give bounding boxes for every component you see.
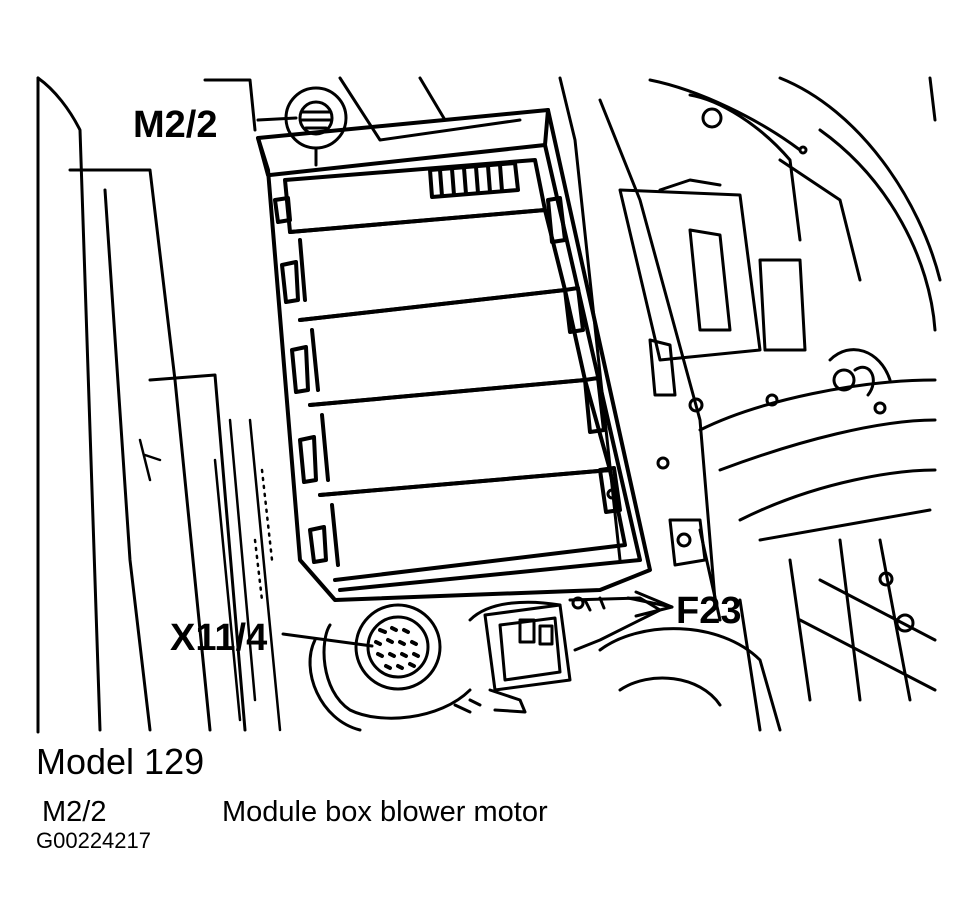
surrounding-structure xyxy=(36,76,942,734)
connector-x11-4 xyxy=(308,600,562,732)
leader-m2-2 xyxy=(256,116,298,122)
legend-description: Module box blower motor xyxy=(222,796,548,828)
legend-code: M2/2 xyxy=(42,796,107,828)
callout-m2-2: M2/2 xyxy=(133,104,218,146)
callout-x11-4: X11/4 xyxy=(170,617,268,659)
figure-id: G00224217 xyxy=(36,828,151,853)
fuse-f23 xyxy=(453,596,662,714)
leader-x11-4 xyxy=(281,632,374,648)
leader-lines xyxy=(256,116,674,648)
blower-motor-m2-2 xyxy=(284,86,348,167)
left-pillar xyxy=(138,418,282,732)
leader-f23-arrow xyxy=(634,590,674,618)
callout-f23: F23 xyxy=(676,590,742,632)
figure-caption: Model 129 xyxy=(36,741,205,782)
module-box xyxy=(256,108,652,602)
